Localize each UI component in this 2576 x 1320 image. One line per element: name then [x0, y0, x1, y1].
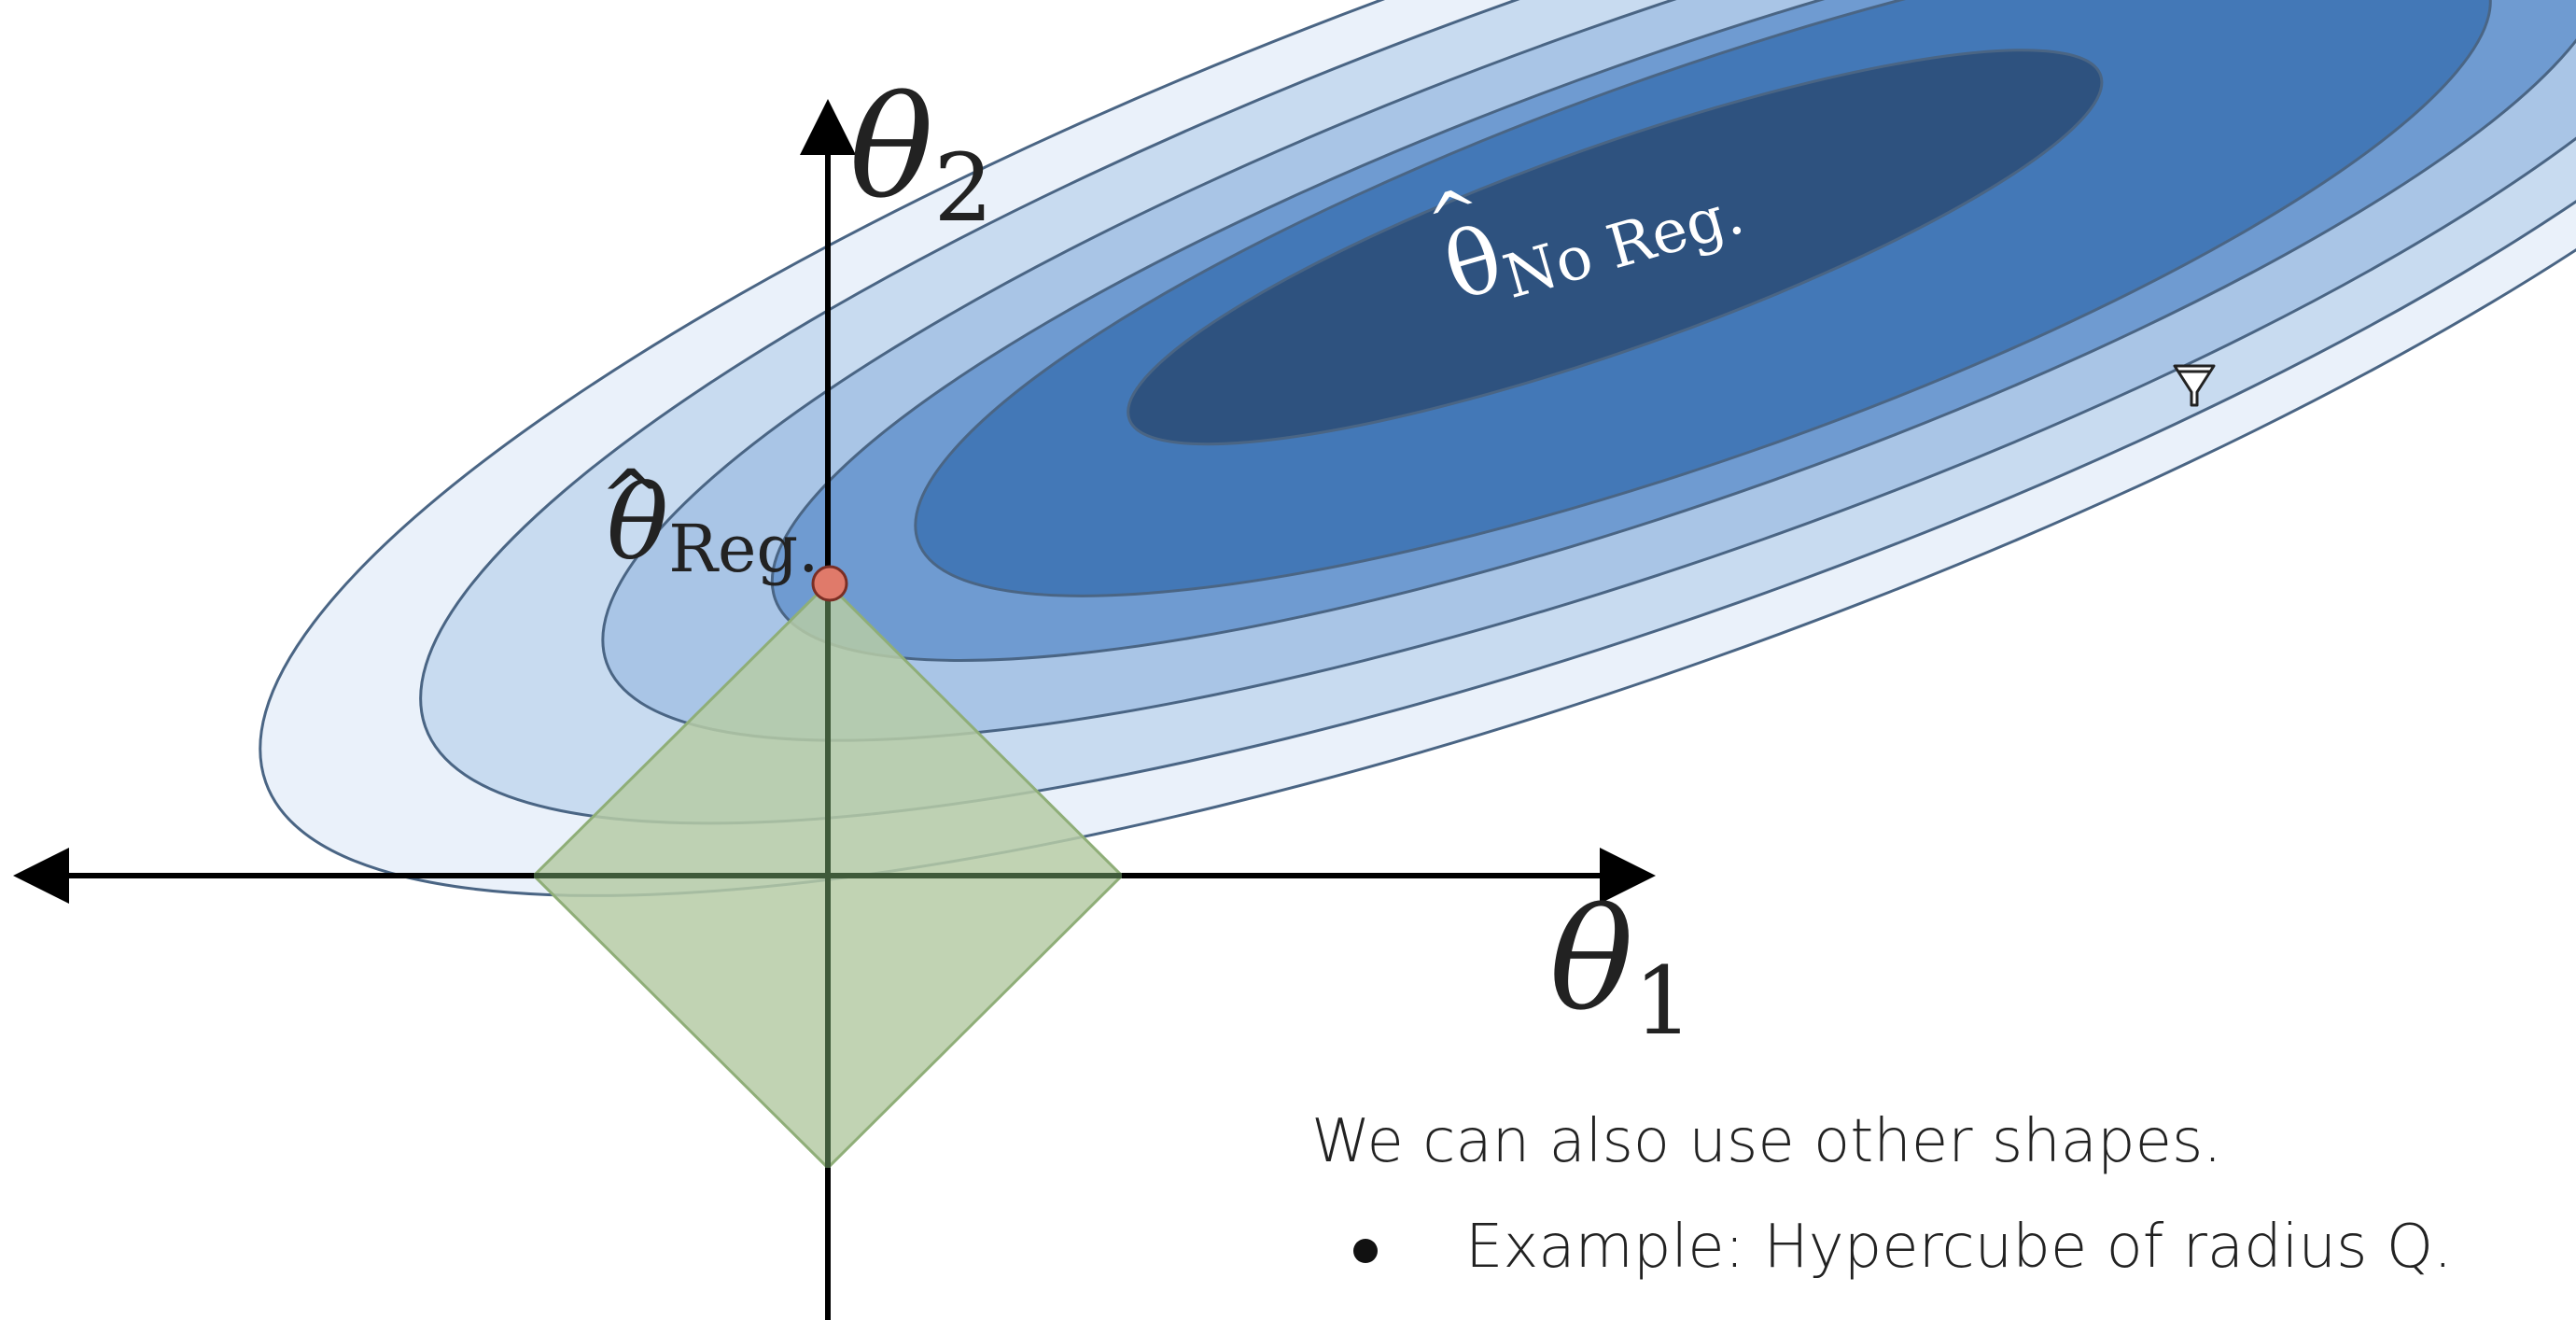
theta1-subscript: 1: [1633, 947, 1693, 1056]
theta2-subscript: 2: [933, 133, 993, 243]
regularized-solution-point: [811, 565, 848, 602]
theta-reg-hat: ^: [599, 454, 662, 541]
bullet-dot-icon: [1353, 1238, 1378, 1263]
caption-bullet-list: Example: Hypercube of radius Q.: [1311, 1212, 2543, 1284]
theta1-label: θ1: [1549, 879, 1693, 1056]
theta1-symbol: θ: [1549, 879, 1633, 1042]
loss-contours: [259, 0, 2576, 897]
theta2-label: θ2: [849, 67, 993, 243]
caption-bullet-text: Example: Hypercube of radius Q.: [1465, 1212, 2453, 1282]
caption-lead: We can also use other shapes.: [1311, 1107, 2222, 1176]
contour-level-6: [1127, 49, 2104, 446]
theta-reg-subscript: Reg.: [668, 511, 819, 587]
theta2-symbol: θ: [849, 67, 933, 230]
mouse-cursor-icon: [2173, 364, 2216, 407]
theta-reg-symbol: θ: [607, 463, 668, 583]
slide-caption: We can also use other shapes. Example: H…: [1311, 1106, 2543, 1284]
caption-bullet-item: Example: Hypercube of radius Q.: [1311, 1212, 2543, 1284]
theta-reg-label: θReg.: [607, 463, 819, 587]
